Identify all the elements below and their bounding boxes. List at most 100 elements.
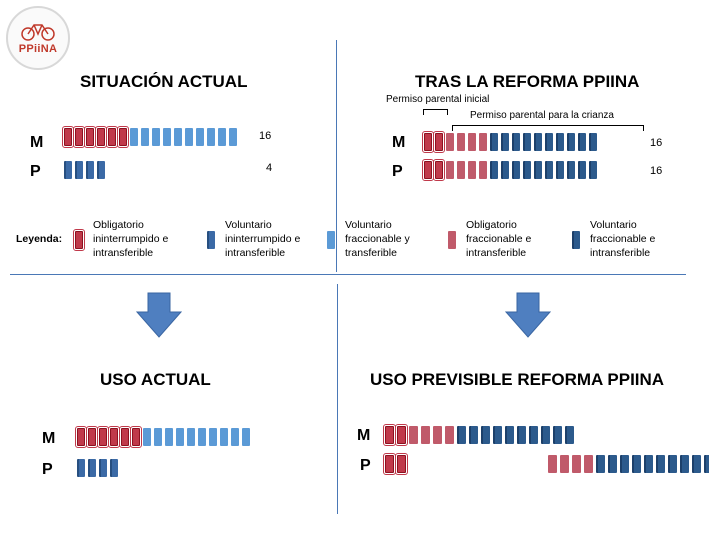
week-segment-vfi — [505, 426, 514, 444]
week-segment-vfi — [481, 426, 490, 444]
week-segment-vfi — [656, 455, 665, 473]
legend-swatch-ofi — [448, 231, 456, 249]
bicycle-icon — [21, 24, 55, 41]
week-segment-vft — [141, 128, 149, 146]
week-segment-oii — [119, 426, 131, 448]
week-segment-ofi — [446, 161, 454, 179]
week-segment-vfi — [545, 161, 553, 179]
row-label-m-reforma: M — [392, 134, 406, 151]
week-segment-vfi — [578, 161, 586, 179]
legend-line: fraccionable e — [466, 233, 532, 245]
legend-line: ininterrumpido e — [93, 233, 169, 245]
week-segment-oii — [383, 453, 396, 475]
divider-horizontal — [10, 274, 686, 275]
bracket-permiso-crianza — [452, 125, 644, 131]
week-segment-vfi — [608, 455, 617, 473]
week-segment-oii — [395, 424, 408, 446]
week-segment-vft — [209, 428, 217, 446]
title-uso-previsible: USO PREVISIBLE REFORMA PPIINA — [370, 370, 665, 389]
week-segment-vft — [229, 128, 237, 146]
row-label-m-actual: M — [30, 134, 44, 151]
ppiina-logo: PPiiNA — [6, 6, 70, 70]
week-segment-ofi — [457, 133, 465, 151]
week-segment-ofi — [479, 161, 487, 179]
week-segment-vii — [64, 161, 72, 179]
legend-line: intransferible — [225, 247, 286, 259]
legend-line: intransferible — [590, 247, 651, 259]
week-segment-vft — [154, 428, 162, 446]
week-segment-vii — [77, 459, 85, 477]
week-segment-vfi — [567, 161, 575, 179]
bar-p-uso-previsible-later — [548, 455, 709, 473]
legend-line: intransferible — [466, 247, 527, 259]
divider-bottom-vertical — [337, 284, 338, 514]
title-situacion-actual: SITUACIÓN ACTUAL — [80, 72, 248, 91]
week-segment-vii — [86, 161, 94, 179]
legend-line: Obligatorio — [466, 219, 517, 231]
week-segment-vfi — [501, 133, 509, 151]
arrow-down-icon-right — [505, 292, 551, 338]
week-segment-oii — [106, 126, 118, 148]
week-segment-oii — [422, 159, 434, 181]
week-segment-oii — [383, 424, 396, 446]
week-segment-oii — [433, 131, 445, 153]
legend-line: Voluntario — [590, 219, 637, 231]
legend-swatch-vfi — [572, 231, 580, 249]
week-segment-vfi — [541, 426, 550, 444]
week-segment-vft — [218, 128, 226, 146]
bar-m-uso-actual — [75, 426, 253, 448]
legend-label-ofi: Obligatorio fraccionable e intransferible — [466, 218, 531, 260]
legend-line: fraccionable y — [345, 233, 410, 245]
week-segment-vfi — [457, 426, 466, 444]
week-segment-vft — [231, 428, 239, 446]
week-segment-vft — [196, 128, 204, 146]
week-segment-vfi — [620, 455, 629, 473]
week-segment-oii — [95, 126, 107, 148]
bracket-permiso-inicial — [423, 109, 448, 115]
week-segment-vfi — [512, 161, 520, 179]
week-segment-vfi — [490, 161, 498, 179]
week-segment-vfi — [565, 426, 574, 444]
legend-line: Voluntario — [225, 219, 272, 231]
legend-swatch-vft — [327, 231, 335, 249]
week-segment-vft — [176, 428, 184, 446]
bar-p-situacion-actual — [64, 161, 108, 179]
week-segment-vfi — [529, 426, 538, 444]
week-segment-oii — [130, 426, 142, 448]
week-segment-oii — [422, 131, 434, 153]
week-segment-oii — [86, 426, 98, 448]
week-segment-ofi — [445, 426, 454, 444]
legend-title: Leyenda: — [16, 233, 63, 245]
divider-top-vertical — [336, 40, 337, 272]
count-p-reforma: 16 — [650, 165, 663, 177]
week-segment-vft — [185, 128, 193, 146]
week-segment-vfi — [578, 133, 586, 151]
week-segment-vfi — [493, 426, 502, 444]
week-segment-vfi — [517, 426, 526, 444]
week-segment-oii — [117, 126, 129, 148]
row-label-m-uso-previsible: M — [357, 427, 371, 444]
week-segment-vfi — [556, 133, 564, 151]
legend-line: Voluntario — [345, 219, 392, 231]
row-label-p-uso-previsible: P — [360, 457, 371, 474]
week-segment-ofi — [584, 455, 593, 473]
week-segment-vft — [207, 128, 215, 146]
week-segment-vii — [88, 459, 96, 477]
week-segment-oii — [97, 426, 109, 448]
week-segment-vft — [143, 428, 151, 446]
week-segment-vii — [110, 459, 118, 477]
week-segment-oii — [433, 159, 445, 181]
legend-line: intransferible — [93, 247, 154, 259]
row-label-p-uso-actual: P — [42, 461, 53, 478]
week-segment-vfi — [589, 133, 597, 151]
week-segment-vfi — [680, 455, 689, 473]
week-segment-ofi — [457, 161, 465, 179]
bar-p-tras-reforma — [422, 159, 600, 181]
bar-p-uso-previsible — [383, 453, 409, 475]
arrow-down-icon-left — [136, 292, 182, 338]
legend-line: fraccionable e — [590, 233, 656, 245]
count-m-actual: 16 — [259, 130, 272, 142]
week-segment-vft — [198, 428, 206, 446]
week-segment-vfi — [668, 455, 677, 473]
